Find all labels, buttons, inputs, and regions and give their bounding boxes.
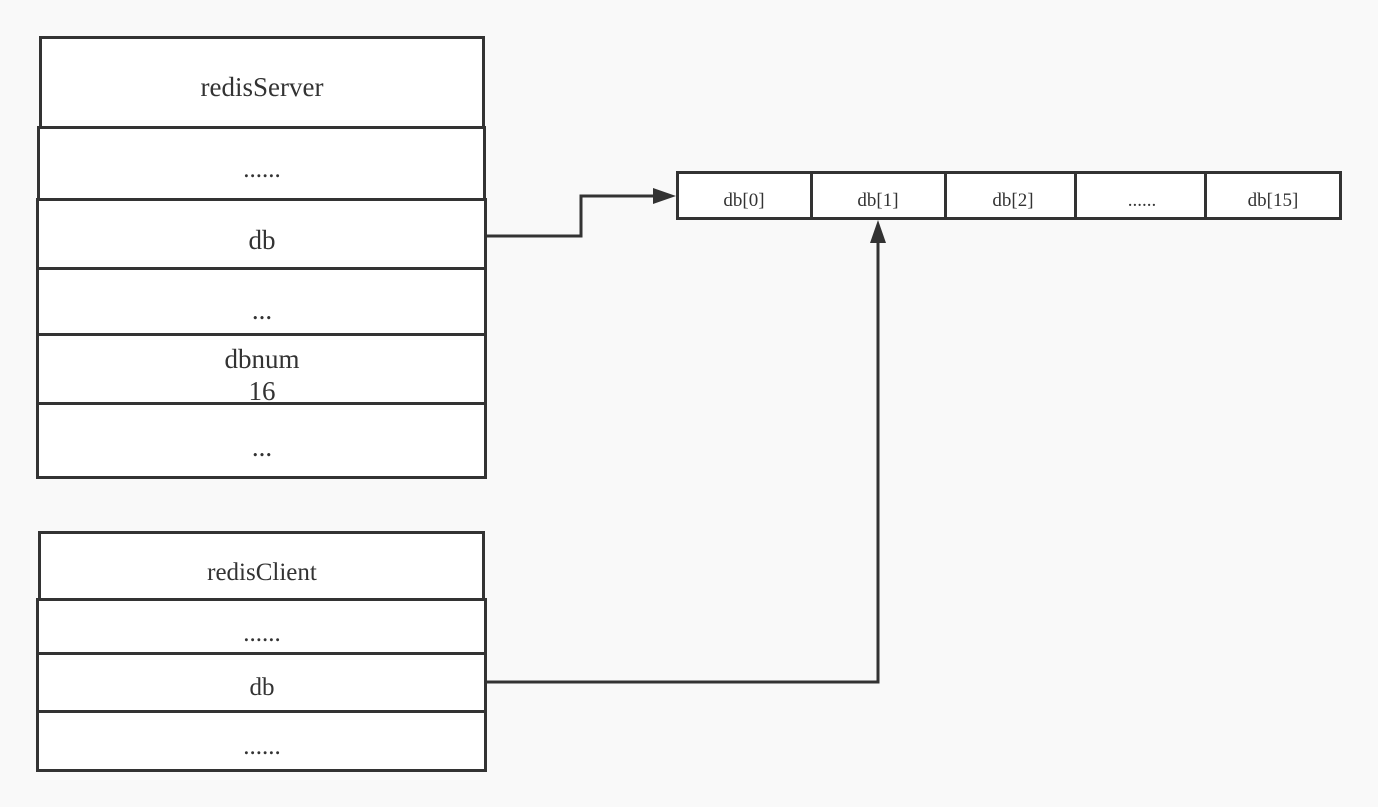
redis-client-ellipsis-bottom: ......	[243, 733, 281, 760]
db-array-cell-2: db[2]	[944, 171, 1077, 220]
arrowhead-up-icon	[870, 220, 886, 243]
db-array-cell-0: db[0]	[676, 171, 813, 220]
server-db-connector	[486, 194, 655, 238]
redis-server-ellipsis-top: ......	[243, 156, 281, 183]
redis-client-db-label: db	[250, 674, 275, 701]
redis-server-ellipsis-bottom: ...	[252, 432, 272, 462]
server-db-pointer	[486, 188, 676, 238]
db-array-cell-4: db[15]	[1204, 171, 1342, 220]
redis-server-db-cell: db	[36, 198, 487, 270]
db-array-cell-3-label: ......	[1128, 190, 1157, 211]
redis-server-ellipsis-bottom-cell: ...	[36, 402, 487, 479]
db-array-cell-1: db[1]	[810, 171, 947, 220]
db-array: db[0] db[1] db[2] ...... db[15]	[676, 171, 1342, 220]
redis-client-struct: redisClient ...... db ......	[36, 531, 487, 772]
redis-server-title-cell: redisServer	[39, 36, 485, 129]
redis-client-ellipsis-top: ......	[243, 620, 281, 647]
redis-server-dbnum-label: dbnum	[224, 344, 299, 374]
redis-server-ellipsis-mid-cell: ...	[36, 267, 487, 336]
redis-client-ellipsis-top-cell: ......	[36, 598, 487, 655]
db-array-cell-0-label: db[0]	[723, 190, 764, 211]
db-array-cell-2-label: db[2]	[992, 190, 1033, 211]
redis-server-struct: redisServer ...... db ... dbnum 16 ...	[36, 36, 487, 479]
db-array-cell-4-label: db[15]	[1248, 190, 1299, 211]
redis-server-title: redisServer	[201, 72, 324, 102]
redis-server-dbnum-cell: dbnum 16	[36, 333, 487, 406]
arrowhead-right-icon	[653, 188, 676, 204]
client-db-connector	[486, 241, 880, 684]
redis-server-dbnum-value: 16	[249, 376, 276, 406]
redis-server-db-label: db	[249, 225, 276, 255]
db-array-cell-1-label: db[1]	[857, 190, 898, 211]
redis-server-ellipsis-mid: ...	[252, 295, 272, 325]
redis-server-ellipsis-top-cell: ......	[37, 126, 486, 201]
redis-client-db-cell: db	[36, 652, 487, 713]
redis-client-ellipsis-bottom-cell: ......	[36, 710, 487, 772]
db-array-cell-3: ......	[1074, 171, 1207, 220]
redis-client-title-cell: redisClient	[38, 531, 485, 601]
client-db-pointer	[486, 220, 886, 684]
redis-client-title: redisClient	[207, 559, 317, 586]
